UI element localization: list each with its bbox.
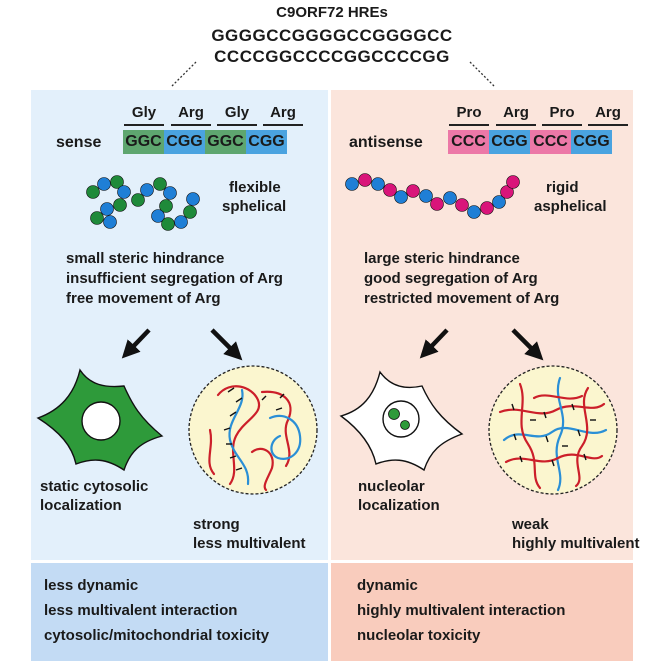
sequence-bottom: CCCCGGCCCCGGCCCCGG [214, 47, 450, 66]
antisense-aa-2: Arg [503, 104, 529, 121]
sense-condensate-line2: less multivalent [193, 535, 306, 552]
antisense-condensate-line1: weak [512, 516, 549, 533]
sense-codon-1: GGC [123, 130, 164, 154]
antisense-summary-3: nucleolar toxicity [357, 627, 481, 644]
sense-label: sense [56, 134, 102, 151]
sense-condensate-line1: strong [193, 516, 240, 533]
sense-aa-4: Arg [270, 104, 296, 121]
antisense-aa-4: Arg [595, 104, 621, 121]
antisense-summary-2: highly multivalent interaction [357, 602, 566, 619]
sense-summary-3: cytosolic/mitochondrial toxicity [44, 627, 270, 644]
antisense-aa-underline [449, 124, 489, 126]
sense-summary-panel [31, 563, 328, 661]
antisense-aa-3: Pro [549, 104, 575, 121]
antisense-codon-3: CCC [530, 130, 571, 154]
antisense-cell-line2: localization [358, 497, 440, 514]
antisense-aa-underline [542, 124, 582, 126]
sense-aa-underline [171, 124, 211, 126]
sense-codon-3: GGC [205, 130, 246, 154]
antisense-codon-2: CGG [489, 130, 530, 154]
sense-prop-1: small steric hindrance [66, 250, 225, 267]
antisense-cell-line1: nucleolar [358, 478, 425, 495]
sense-cell-line1: static cytosolic [40, 478, 149, 495]
antisense-codon-1: CCC [448, 130, 489, 154]
antisense-codon-4: CGG [571, 130, 612, 154]
sense-summary-1: less dynamic [44, 577, 139, 594]
antisense-summary-1: dynamic [357, 577, 418, 594]
antisense-aa-underline [588, 124, 628, 126]
antisense-aa-1: Pro [456, 104, 482, 121]
sense-prop-3: free movement of Arg [66, 290, 221, 307]
antisense-shape-line2: asphelical [534, 198, 607, 215]
sense-aa-1: Gly [131, 104, 157, 121]
antisense-prop-1: large steric hindrance [364, 250, 520, 267]
sense-codon-4: CGG [246, 130, 287, 154]
sense-shape-line1: flexible [229, 179, 281, 196]
sense-cell-line2: localization [40, 497, 122, 514]
sense-aa-2: Arg [178, 104, 204, 121]
page-title: C9ORF72 HREs [276, 4, 388, 21]
sense-prop-2: insufficient segregation of Arg [66, 270, 283, 287]
antisense-prop-2: good segregation of Arg [364, 270, 538, 287]
antisense-label: antisense [349, 134, 423, 151]
sense-shape-line2: sphelical [222, 198, 287, 215]
sense-aa-underline [217, 124, 257, 126]
sense-aa-underline [263, 124, 303, 126]
sense-aa-underline [124, 124, 164, 126]
sense-aa-3: Gly [224, 104, 250, 121]
antisense-aa-underline [496, 124, 536, 126]
sense-codon-2: CGG [164, 130, 205, 154]
antisense-prop-3: restricted movement of Arg [364, 290, 560, 307]
antisense-condensate-line2: highly multivalent [512, 535, 640, 552]
sequence-top: GGGGCCGGGGCCGGGGCC [211, 26, 453, 45]
antisense-summary-panel [331, 563, 633, 661]
sense-summary-2: less multivalent interaction [44, 602, 238, 619]
antisense-shape-line1: rigid [546, 179, 579, 196]
